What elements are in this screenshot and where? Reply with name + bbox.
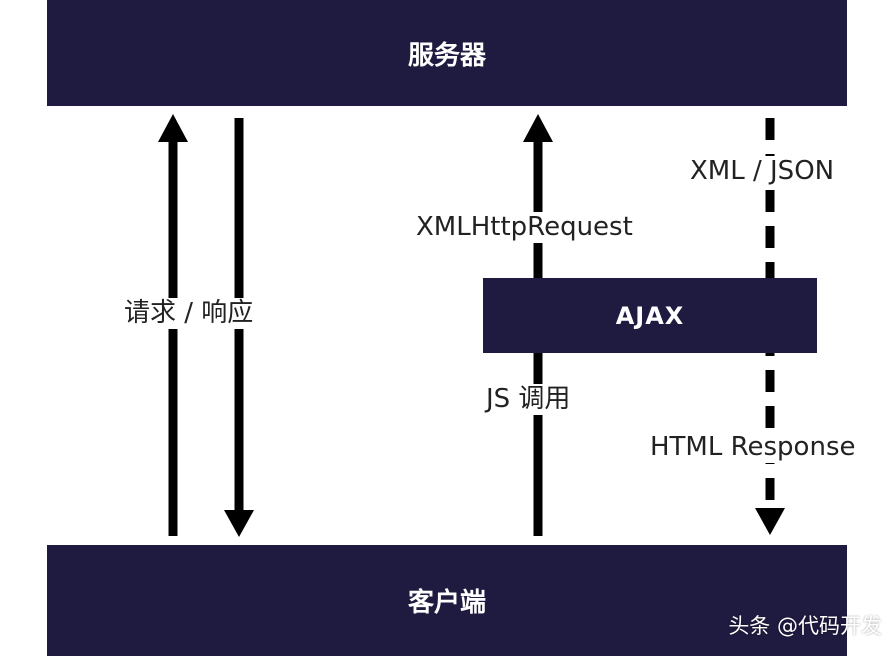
js-call-label: JS 调用 xyxy=(486,384,571,416)
ajax-box: AJAX xyxy=(483,278,817,353)
server-box: 服务器 xyxy=(47,0,847,106)
request-up-arrow xyxy=(158,114,188,536)
xml-json-label: XML / JSON xyxy=(690,156,835,188)
watermark-text: 头条 @代码开发 xyxy=(728,614,882,638)
client-box: 客户端 xyxy=(47,545,847,656)
request-response-label: 请求 / 响应 xyxy=(124,298,254,330)
ajax-label: AJAX xyxy=(615,301,685,330)
server-label: 服务器 xyxy=(407,40,486,71)
client-label: 客户端 xyxy=(407,588,486,618)
xmlhttprequest-label: XMLHttpRequest xyxy=(416,212,633,244)
html-response-label: HTML Response xyxy=(650,432,856,464)
